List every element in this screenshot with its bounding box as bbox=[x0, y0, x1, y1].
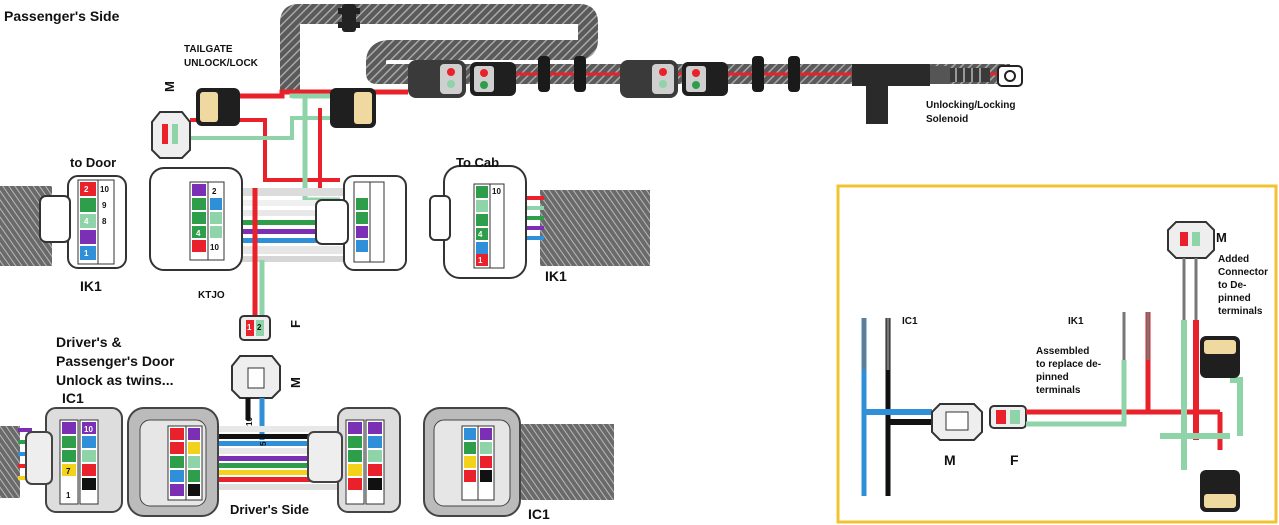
tailgate-connector-right bbox=[330, 88, 376, 128]
tailgate-label-line2: UNLOCK/LOCK bbox=[184, 58, 258, 69]
m-label-mid: M bbox=[288, 377, 303, 388]
cab-connector bbox=[429, 165, 527, 279]
twins-note-line3: Unlock as twins... bbox=[56, 372, 174, 388]
pin-number: 4 bbox=[478, 230, 483, 239]
pin-number: 10 bbox=[492, 187, 501, 196]
assembled-note-line4: terminals bbox=[1036, 385, 1081, 396]
center-connector bbox=[315, 175, 407, 271]
page-title: Passenger's Side bbox=[4, 8, 120, 24]
ktjo-cab-wires bbox=[240, 188, 350, 340]
door-connector bbox=[39, 175, 127, 269]
pin-number: 10 bbox=[84, 425, 93, 434]
pin-number: 1 bbox=[247, 323, 252, 332]
cab-out-wires bbox=[520, 196, 544, 240]
pin-number: 1 bbox=[84, 249, 89, 258]
twins-note-line1: Driver's & bbox=[56, 334, 122, 350]
pin-number: 1 bbox=[66, 491, 71, 500]
right-harness-bundle bbox=[540, 190, 650, 266]
m-connector-mid bbox=[231, 355, 281, 399]
loom-clips-2 bbox=[752, 56, 800, 92]
assembled-note-line1: Assembled bbox=[1036, 346, 1090, 357]
m-connector-top bbox=[151, 111, 191, 159]
inline-connector-pair-1 bbox=[408, 60, 516, 98]
added-note-line3: to De- bbox=[1218, 280, 1247, 291]
pin-number: 1 bbox=[478, 256, 483, 265]
ic1-connector-far bbox=[423, 407, 521, 517]
added-note-line1: Added bbox=[1218, 254, 1250, 265]
inset-f-bottom-label: F bbox=[1010, 452, 1019, 468]
wire-tag: 5 bbox=[259, 441, 268, 446]
assembled-note-line3: pinned bbox=[1036, 372, 1069, 383]
pin-number: 8 bbox=[102, 217, 107, 226]
f-label-mid: F bbox=[288, 320, 303, 328]
pin-number: 2 bbox=[212, 187, 217, 196]
twins-note-line2: Passenger's Door bbox=[56, 353, 175, 369]
m-label-top: M bbox=[162, 81, 177, 92]
added-note-line4: pinned bbox=[1218, 293, 1251, 304]
lower-harness bbox=[0, 424, 614, 500]
pin-number: 7 bbox=[66, 467, 71, 476]
ic1-connector-left bbox=[25, 407, 123, 513]
solenoid-label-line2: Solenoid bbox=[926, 114, 969, 125]
drivers-side-label: Driver's Side bbox=[230, 502, 309, 517]
inset-panel bbox=[836, 184, 1278, 524]
to-door-label: to Door bbox=[70, 155, 117, 170]
tailgate-label-line1: TAILGATE bbox=[184, 44, 233, 55]
added-note-line2: Connector bbox=[1218, 267, 1268, 278]
inset-m-top-label: M bbox=[1216, 230, 1227, 245]
ktjo-connector bbox=[149, 167, 243, 271]
added-note-line5: terminals bbox=[1218, 306, 1263, 317]
pin-number: 10 bbox=[210, 243, 219, 252]
ik1-left-label: IK1 bbox=[80, 278, 102, 294]
loom-clips-1 bbox=[538, 56, 586, 92]
inset-ik1-label: IK1 bbox=[1068, 316, 1084, 327]
f-connector bbox=[239, 315, 271, 341]
inset-m-bottom-label: M bbox=[944, 452, 956, 468]
inline-connector-pair-2 bbox=[620, 60, 728, 98]
pin-number: 2 bbox=[84, 185, 89, 194]
lock-solenoid bbox=[852, 64, 1023, 124]
to-cab-label: To Cab bbox=[456, 155, 500, 170]
ic1-connector-center bbox=[127, 407, 219, 517]
inset-ic1-label: IC1 bbox=[902, 316, 918, 327]
pin-number: 4 bbox=[196, 229, 201, 238]
ic1-connector-right bbox=[307, 407, 401, 513]
pin-number: 9 bbox=[102, 201, 107, 210]
wire-tag: 10 bbox=[245, 417, 254, 426]
ik1-right-label: IK1 bbox=[545, 268, 567, 284]
assembled-note-line2: to replace de- bbox=[1036, 359, 1102, 370]
pin-number: 2 bbox=[257, 323, 262, 332]
ktjo-label: KTJO bbox=[198, 290, 225, 301]
ic1-bottom-label: IC1 bbox=[528, 506, 550, 522]
solenoid-label-line1: Unlocking/Locking bbox=[926, 100, 1016, 111]
ic1-left-label: IC1 bbox=[62, 390, 84, 406]
tailgate-connector-left bbox=[196, 88, 240, 126]
pin-number: 4 bbox=[84, 217, 89, 226]
pin-number: 10 bbox=[100, 185, 109, 194]
